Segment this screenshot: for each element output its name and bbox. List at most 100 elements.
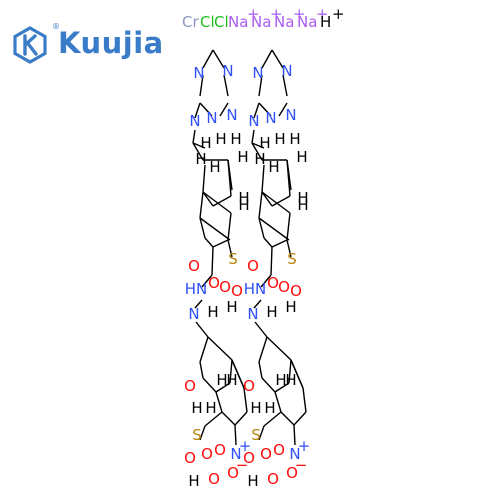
right-bond-25 — [260, 274, 272, 288]
right-ring-h-4: H — [297, 196, 308, 214]
right-bond-31 — [261, 377, 276, 393]
ion-cl-1: Cl — [200, 13, 215, 31]
right-bond-15 — [286, 159, 291, 197]
left-nitro-o-1: O — [227, 464, 239, 482]
right-nitro-oxide-charge: − — [295, 456, 308, 474]
left-nitro-charge: + — [239, 437, 252, 455]
left-bond-14 — [212, 195, 232, 207]
left-bond-1 — [212, 49, 225, 69]
right-lower-ring-h-3: H — [264, 399, 275, 417]
right-bond-26 — [253, 299, 262, 309]
right-bond-29 — [258, 336, 268, 363]
left-nitro-n: N — [230, 445, 241, 463]
right-lower-phenol-o: O — [243, 377, 255, 395]
left-bond-27 — [195, 321, 209, 338]
left-lower-ring-h-0: H — [216, 371, 227, 389]
right-bond-7 — [251, 129, 255, 144]
right-bond-41 — [293, 424, 296, 446]
right-sulfonyl-o-lower-0: O — [260, 445, 272, 463]
left-triazine-n-2: N — [206, 109, 217, 127]
left-triazine-n-1: N — [222, 62, 233, 80]
right-lower-ring-h-1: H — [250, 399, 261, 417]
ion-na-6: Na — [297, 13, 317, 31]
right-phenol-o: O — [247, 257, 259, 275]
right-bond-42 — [258, 425, 265, 441]
left-bond-13 — [202, 191, 214, 207]
left-sulfur-upper: S — [228, 250, 238, 268]
left-sulfonyl-o-upper-1: O — [231, 282, 243, 300]
left-bond-18 — [204, 237, 214, 248]
right-sulfonyl-oh-lower: O — [243, 449, 255, 467]
right-sulfonyl-o-upper-0: O — [267, 274, 279, 292]
right-hydrazone-n: N — [247, 305, 258, 323]
left-triazine-n-0: N — [193, 64, 204, 82]
kuujia-hexagon-icon — [13, 26, 47, 64]
left-sulfur-lower: S — [192, 426, 202, 444]
left-bond-32 — [215, 382, 231, 393]
right-triazine-n-2: N — [265, 109, 276, 127]
left-bond-31 — [202, 377, 217, 393]
right-sulfonyl-oh-upper: O — [278, 278, 290, 296]
left-bond-42 — [199, 425, 206, 441]
left-ring-h-4: H — [238, 196, 249, 214]
left-bond-7 — [192, 129, 196, 144]
left-amine-n-0: N — [226, 106, 237, 124]
right-bond-28 — [266, 336, 292, 361]
right-ring-h-1: H — [268, 158, 279, 176]
right-bond-5 — [278, 102, 288, 117]
right-amine-h-1: H — [289, 130, 300, 148]
right-bond-39 — [290, 359, 304, 389]
right-sulfur-upper: S — [287, 250, 297, 268]
right-ring-h-5: H — [254, 150, 265, 168]
right-bond-22 — [258, 217, 290, 241]
left-ring-h-5: H — [195, 150, 206, 168]
left-sulfonyl-h-lower: H — [188, 472, 199, 490]
right-amine-n-0: N — [285, 106, 296, 124]
right-triazine-n-1: N — [281, 62, 292, 80]
registered-mark: ® — [52, 22, 60, 31]
left-bond-2 — [199, 74, 204, 97]
right-bond-0 — [261, 49, 273, 69]
left-bond-0 — [202, 49, 214, 69]
right-amine-h-0: H — [274, 130, 285, 148]
right-bond-2 — [258, 74, 263, 97]
left-bond-41 — [234, 424, 237, 446]
right-bond-1 — [271, 49, 284, 69]
left-bond-15 — [227, 159, 232, 197]
ion-charge-4: + — [270, 5, 283, 23]
left-amine-n-1: N — [189, 112, 200, 130]
right-amine-n-1: N — [248, 112, 259, 130]
left-ring-h-2: H — [237, 148, 248, 166]
right-ring-h-2: H — [296, 148, 307, 166]
left-bond-28 — [207, 336, 233, 361]
right-lower-ring-h-2: H — [285, 371, 296, 389]
right-bond-35 — [274, 391, 282, 413]
ion-h-7: H — [320, 13, 331, 31]
right-sulfonyl-o-lower-1: O — [273, 441, 285, 459]
left-sulfonyl-oh-lower: O — [184, 449, 196, 467]
left-bond-4 — [199, 102, 213, 117]
left-ring-h-3: H — [238, 189, 249, 207]
left-sulfonyl-o-lower-1: O — [214, 441, 226, 459]
left-bond-30 — [199, 361, 204, 379]
right-bond-9 — [251, 142, 265, 149]
right-ring-h-3: H — [297, 189, 308, 207]
right-sulfonyl-h-upper: H — [285, 298, 296, 316]
brand-name: Kuujia — [58, 26, 164, 60]
right-sulfur-lower: S — [251, 426, 261, 444]
right-nitro-o-0: O — [267, 470, 279, 488]
right-bond-6 — [253, 102, 260, 119]
ion-charge-5: + — [293, 5, 306, 23]
left-bond-39 — [231, 359, 245, 389]
left-bond-8 — [192, 142, 204, 161]
right-bond-21 — [261, 191, 291, 214]
left-bond-3 — [223, 74, 229, 97]
left-sulfonyl-oh-upper: O — [219, 278, 231, 296]
right-bond-38 — [302, 387, 307, 413]
left-bond-29 — [199, 336, 209, 363]
left-lower-phenol-o: O — [184, 377, 196, 395]
right-sulfonyl-h-lower: H — [247, 472, 258, 490]
right-sulfonyl-o-upper-1: O — [290, 282, 302, 300]
right-hydrazone-hn: HN — [244, 280, 267, 298]
